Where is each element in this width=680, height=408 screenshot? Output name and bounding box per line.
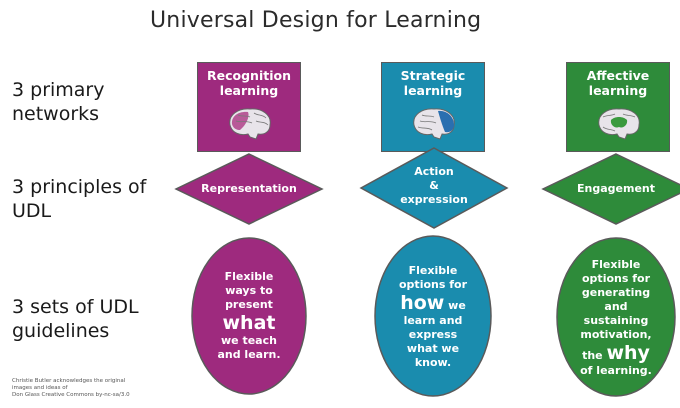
credit-note: Christie Butler acknowledges the origina…	[12, 378, 130, 399]
principle-line: Action	[414, 165, 454, 178]
guideline-line: know.	[414, 356, 452, 369]
guideline-text: Flexible options for generating and sust…	[555, 258, 677, 378]
guideline-line: we teach	[221, 334, 277, 347]
guideline-emphasis-prefix: the	[582, 349, 603, 362]
brain-icon	[598, 108, 640, 140]
guideline-emphasis: what	[222, 312, 276, 334]
principle-line: &	[429, 179, 439, 192]
row-label-line: 3 primary	[12, 79, 105, 101]
oval-shape	[374, 235, 492, 397]
row-label-networks: 3 primary networks	[12, 78, 105, 126]
network-box-recognition: Recognition learning	[197, 62, 301, 152]
principle-diamond-representation: Representation	[174, 152, 324, 226]
network-title: Recognition	[207, 68, 291, 83]
guideline-line: present	[225, 298, 273, 311]
guideline-line: and learn.	[217, 348, 281, 361]
network-title: Affective	[586, 68, 650, 83]
principle-label: Action & expression	[359, 165, 509, 207]
guideline-line: Flexible	[224, 270, 274, 283]
network-title: learning	[219, 83, 279, 98]
network-title: learning	[403, 83, 463, 98]
guideline-line: of learning.	[580, 364, 652, 377]
guideline-line: express	[408, 328, 458, 341]
diagram-title: Universal Design for Learning	[150, 8, 482, 33]
diamond-shape	[174, 153, 324, 225]
guideline-line: sustaining	[583, 314, 649, 327]
guideline-text: Flexible options for how we learn and ex…	[373, 264, 493, 370]
row-label-line: networks	[12, 103, 100, 125]
guideline-oval-affective: Flexible options for generating and sust…	[555, 236, 677, 398]
guideline-oval-strategic: Flexible options for how we learn and ex…	[373, 234, 493, 398]
guideline-line: and	[604, 300, 628, 313]
brain-icon	[413, 108, 455, 140]
guideline-emphasis-suffix: we	[448, 299, 466, 312]
row-label-line: guidelines	[12, 320, 110, 342]
row-label-guidelines: 3 sets of UDL guidelines	[12, 295, 139, 343]
diamond-shape	[541, 153, 680, 225]
network-title: learning	[588, 83, 648, 98]
guideline-emphasis-line: the why	[555, 342, 677, 364]
principle-diamond-action-expression: Action & expression	[359, 146, 509, 230]
row-label-line: 3 principles of	[12, 176, 147, 198]
guideline-emphasis-line: how we	[373, 292, 493, 314]
diamond-shape	[359, 147, 509, 229]
network-title: Strategic	[400, 68, 466, 83]
guideline-line: options for	[399, 278, 467, 291]
principle-diamond-engagement: Engagement	[541, 152, 680, 226]
guideline-line: motivation,	[580, 328, 652, 341]
row-label-principles: 3 principles of UDL	[12, 175, 146, 223]
guideline-emphasis: how	[400, 292, 445, 314]
credit-line: images and ideas of	[12, 385, 68, 391]
guideline-emphasis: why	[606, 342, 650, 364]
row-label-line: 3 sets of UDL	[12, 296, 139, 318]
principle-label: Representation	[201, 182, 297, 195]
credit-line: Christie Butler acknowledges the origina…	[12, 378, 126, 384]
guideline-line: generating	[581, 286, 651, 299]
guideline-line: ways to	[225, 284, 273, 297]
guideline-oval-recognition: Flexible ways to present what we teach a…	[190, 236, 308, 396]
network-box-strategic: Strategic learning	[381, 62, 485, 152]
guideline-line: Flexible	[408, 264, 458, 277]
guideline-line: options for	[582, 272, 650, 285]
principle-label: Engagement	[577, 182, 655, 195]
row-label-line: UDL	[12, 200, 52, 222]
guideline-text: Flexible ways to present what we teach a…	[190, 270, 308, 362]
guideline-line: what we	[406, 342, 460, 355]
guideline-line: learn and	[403, 314, 463, 327]
principle-line: expression	[400, 193, 468, 206]
credit-line: Don Glass Creative Commons by-nc-sa/3.0	[12, 392, 130, 398]
guideline-line: Flexible	[591, 258, 641, 271]
oval-shape	[191, 237, 307, 395]
oval-shape	[556, 237, 676, 397]
network-box-affective: Affective learning	[566, 62, 670, 152]
brain-icon	[229, 108, 271, 140]
